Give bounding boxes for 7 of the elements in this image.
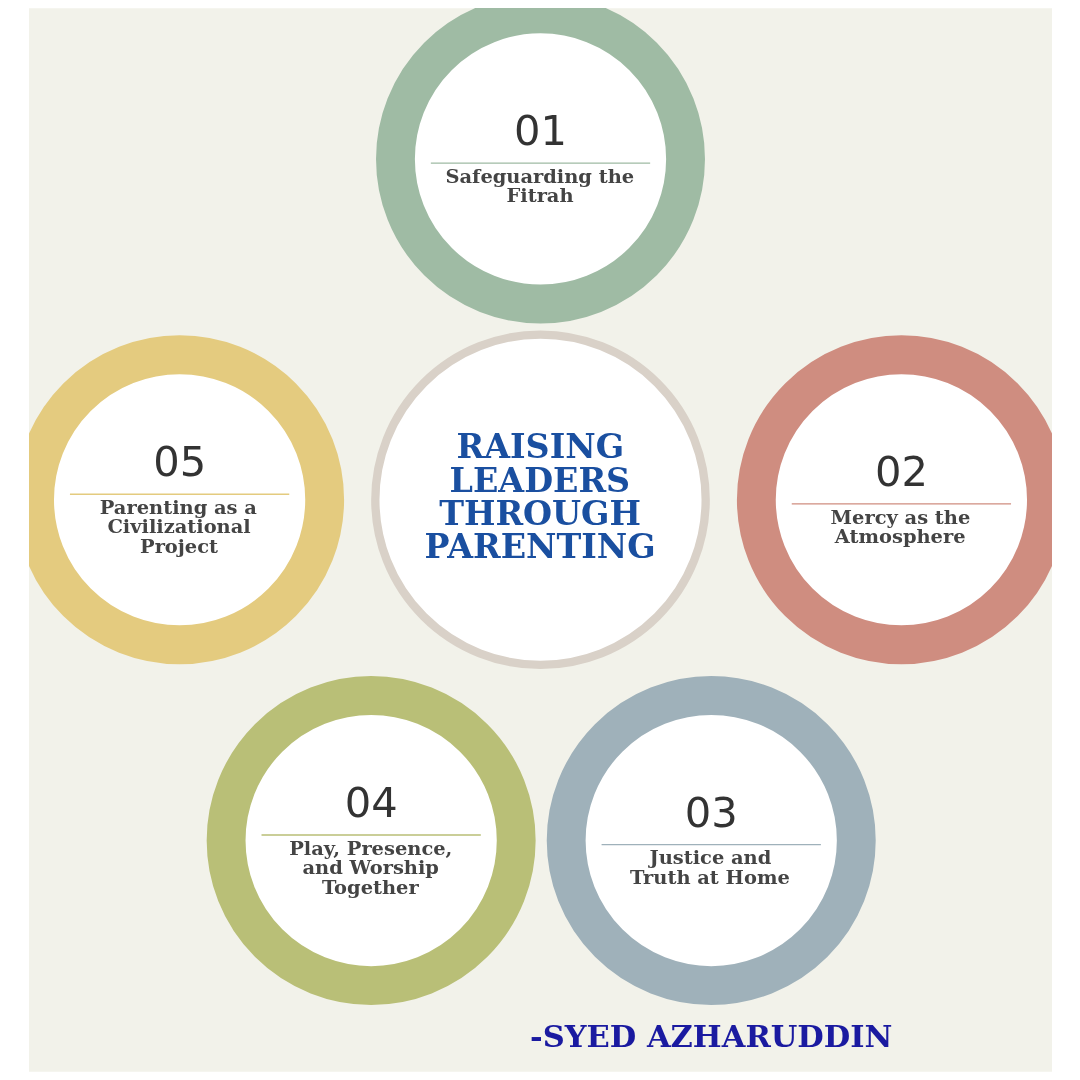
node-circle: 02 Mercy as the Atmosphere — [736, 335, 1052, 665]
node-circle: 01 Safeguarding the Fitrah — [375, 8, 705, 324]
node-circle: 03 Justice and Truth at Home — [546, 676, 876, 1005]
node-circle: RAISING LEADERS THROUGH PARENTING — [370, 330, 710, 670]
label: -SYED AZHARUDDIN — [529, 1018, 892, 1055]
node-circle: 04 Play, Presence, and Worship Together — [206, 676, 536, 1005]
node-circle: 05 Parenting as a Civilizational Project — [28, 335, 344, 665]
